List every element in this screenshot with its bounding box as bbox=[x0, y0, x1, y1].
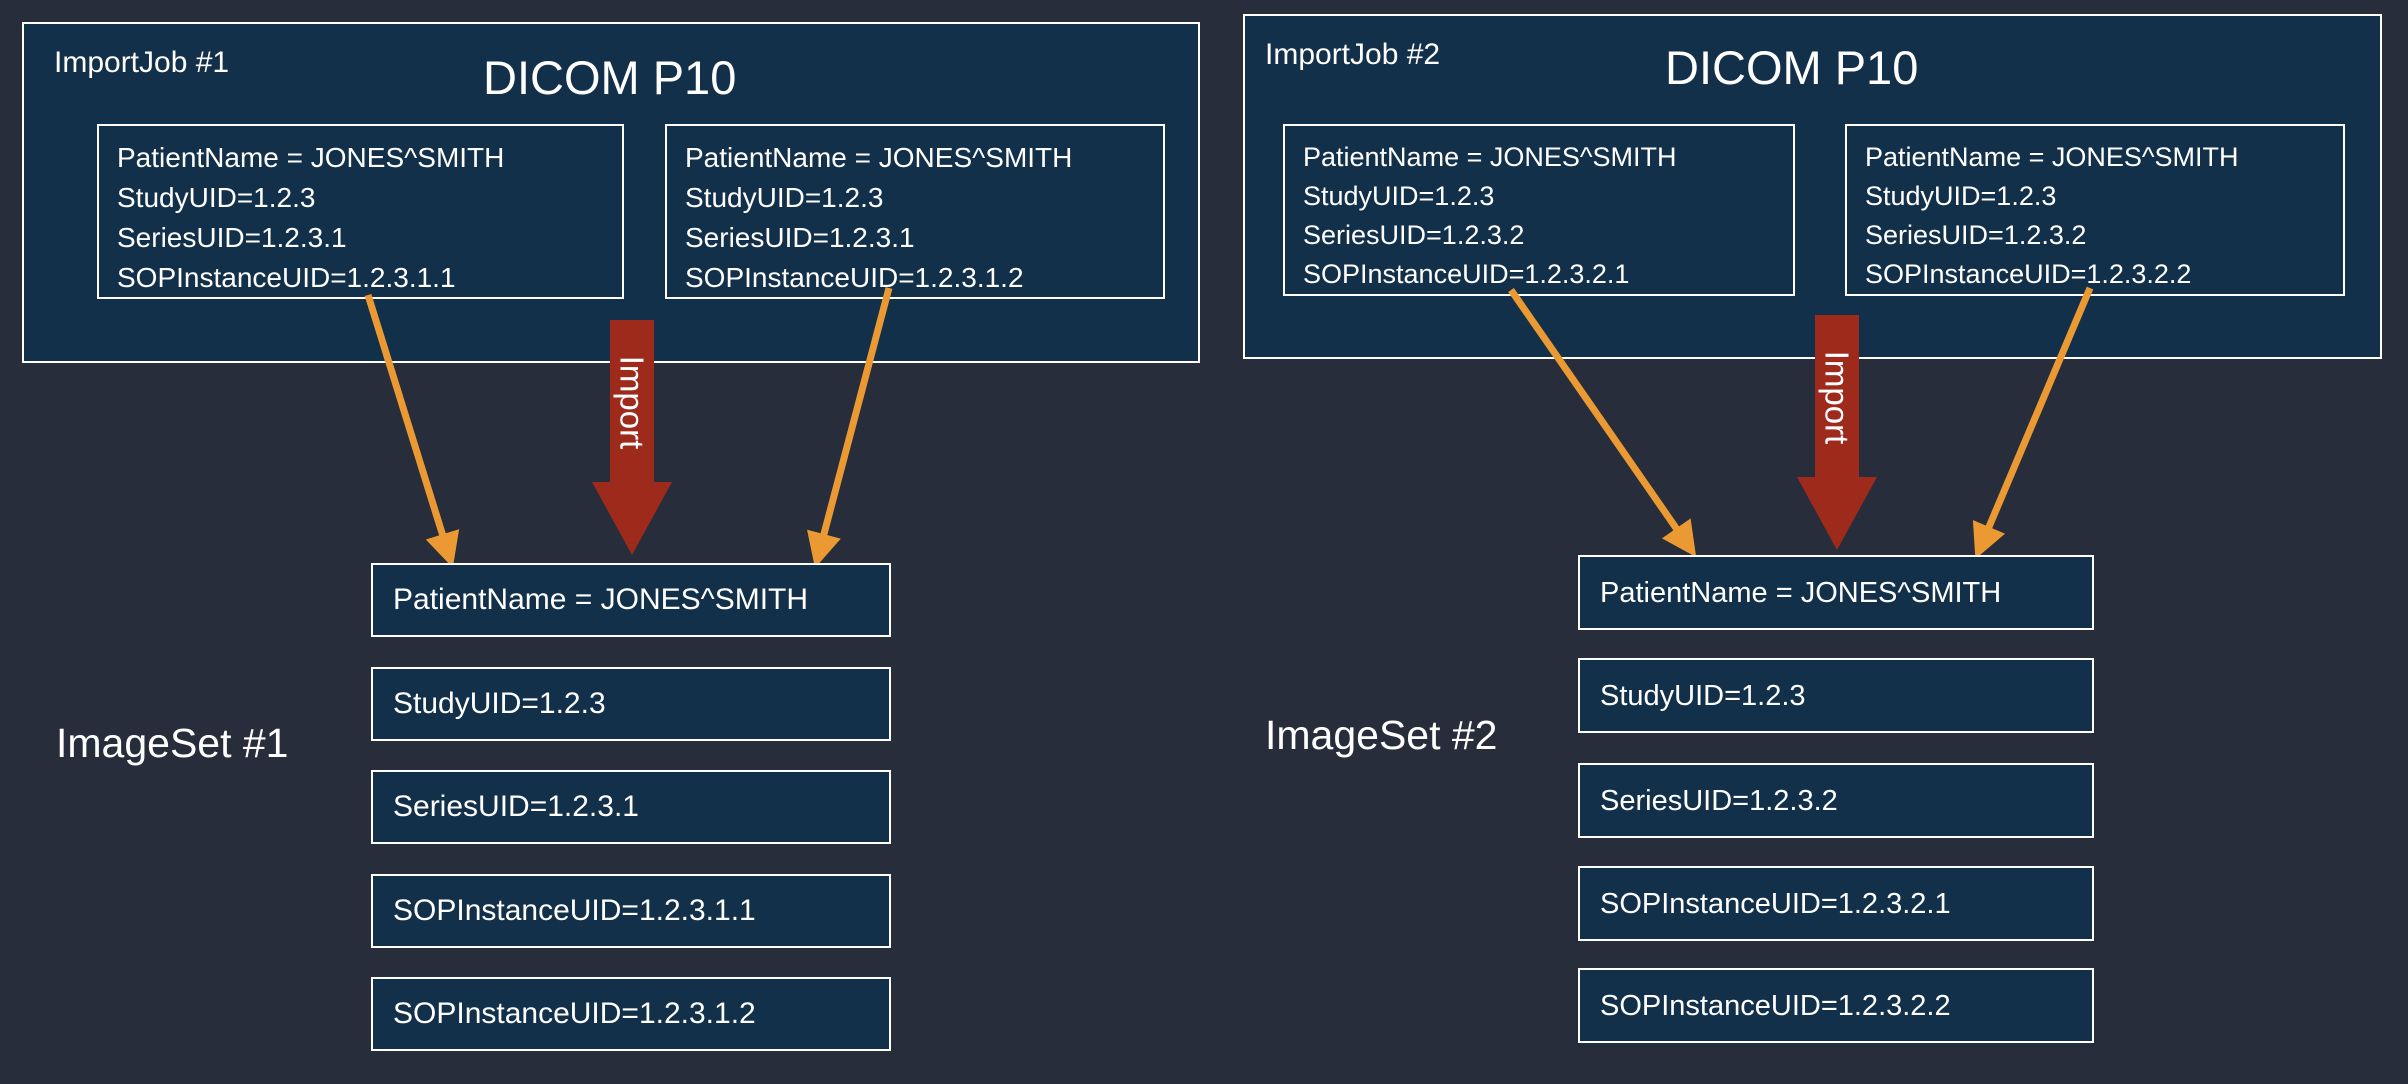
imageset-attr-seriesuid: SeriesUID=1.2.3.1 bbox=[393, 790, 639, 823]
dicom-p10-title-2: DICOM P10 bbox=[1665, 41, 1919, 94]
imageset-attr-row: SOPInstanceUID=1.2.3.2.2 bbox=[1578, 968, 2094, 1043]
imageset-attr-row: PatientName = JONES^SMITH bbox=[371, 563, 891, 637]
imageset-attr-sopinstanceuid-1: SOPInstanceUID=1.2.3.1.1 bbox=[393, 894, 756, 927]
import-job-label-1: ImportJob #1 bbox=[54, 46, 230, 79]
import-arrow-shaft bbox=[1815, 315, 1859, 479]
imageset-attr-row: StudyUID=1.2.3 bbox=[1578, 658, 2094, 733]
import-job-panel-1: ImportJob #1 DICOM P10 PatientName = JON… bbox=[22, 22, 1200, 363]
import-arrow-text-wrap: Import bbox=[1815, 315, 1859, 479]
dicom-attr-sopinstanceuid: SOPInstanceUID=1.2.3.1.2 bbox=[685, 262, 1024, 293]
dicom-attr-studyuid: StudyUID=1.2.3 bbox=[685, 182, 884, 213]
import-job-label-2: ImportJob #2 bbox=[1265, 38, 1441, 71]
imageset-attr-sopinstanceuid-1: SOPInstanceUID=1.2.3.2.1 bbox=[1600, 887, 1951, 920]
import-arrow-1: Import bbox=[592, 320, 672, 555]
dicom-attr-seriesuid: SeriesUID=1.2.3.1 bbox=[685, 222, 915, 253]
dicom-attr-patientname: PatientName = JONES^SMITH bbox=[1303, 142, 1677, 172]
import-arrow-label: Import bbox=[613, 355, 651, 449]
imageset-attr-row: SeriesUID=1.2.3.1 bbox=[371, 770, 891, 844]
imageset-attr-row: PatientName = JONES^SMITH bbox=[1578, 555, 2094, 630]
dicom-instance-box-1b: PatientName = JONES^SMITH StudyUID=1.2.3… bbox=[665, 124, 1165, 299]
imageset-attr-seriesuid: SeriesUID=1.2.3.2 bbox=[1600, 784, 1838, 817]
import-arrow-text-wrap: Import bbox=[610, 320, 654, 484]
imageset-attr-studyuid: StudyUID=1.2.3 bbox=[393, 687, 606, 720]
dicom-attr-seriesuid: SeriesUID=1.2.3.2 bbox=[1865, 220, 2087, 250]
import-arrow-head-icon bbox=[1797, 477, 1877, 550]
imageset-attr-row: SeriesUID=1.2.3.2 bbox=[1578, 763, 2094, 838]
dicom-attr-seriesuid: SeriesUID=1.2.3.2 bbox=[1303, 220, 1525, 250]
import-arrow-head-icon bbox=[592, 482, 672, 555]
imageset-attr-row: SOPInstanceUID=1.2.3.1.2 bbox=[371, 977, 891, 1051]
imageset-attr-row: SOPInstanceUID=1.2.3.2.1 bbox=[1578, 866, 2094, 941]
dicom-attr-studyuid: StudyUID=1.2.3 bbox=[117, 182, 316, 213]
dicom-attr-sopinstanceuid: SOPInstanceUID=1.2.3.2.1 bbox=[1303, 259, 1630, 289]
dicom-attr-patientname: PatientName = JONES^SMITH bbox=[117, 142, 505, 173]
import-arrow-2: Import bbox=[1797, 315, 1877, 550]
dicom-attr-patientname: PatientName = JONES^SMITH bbox=[685, 142, 1073, 173]
imageset-attr-row: SOPInstanceUID=1.2.3.1.1 bbox=[371, 874, 891, 948]
import-arrow-shaft bbox=[610, 320, 654, 484]
imageset-attr-patientname: PatientName = JONES^SMITH bbox=[1600, 576, 2002, 609]
dicom-attr-studyuid: StudyUID=1.2.3 bbox=[1303, 181, 1495, 211]
dicom-instance-box-1a: PatientName = JONES^SMITH StudyUID=1.2.3… bbox=[97, 124, 624, 299]
import-arrow-label: Import bbox=[1818, 350, 1856, 444]
dicom-attr-patientname: PatientName = JONES^SMITH bbox=[1865, 142, 2239, 172]
imageset-attr-patientname: PatientName = JONES^SMITH bbox=[393, 583, 809, 616]
dicom-instance-box-2a: PatientName = JONES^SMITH StudyUID=1.2.3… bbox=[1283, 124, 1795, 296]
dicom-p10-title-1: DICOM P10 bbox=[483, 51, 737, 104]
dicom-attr-seriesuid: SeriesUID=1.2.3.1 bbox=[117, 222, 347, 253]
imageset-label-1: ImageSet #1 bbox=[56, 720, 289, 766]
dicom-attr-sopinstanceuid: SOPInstanceUID=1.2.3.2.2 bbox=[1865, 259, 2192, 289]
dicom-attr-sopinstanceuid: SOPInstanceUID=1.2.3.1.1 bbox=[117, 262, 456, 293]
imageset-attr-sopinstanceuid-2: SOPInstanceUID=1.2.3.1.2 bbox=[393, 997, 756, 1030]
imageset-attr-studyuid: StudyUID=1.2.3 bbox=[1600, 679, 1806, 712]
dicom-attr-studyuid: StudyUID=1.2.3 bbox=[1865, 181, 2057, 211]
imageset-attr-row: StudyUID=1.2.3 bbox=[371, 667, 891, 741]
dicom-instance-box-2b: PatientName = JONES^SMITH StudyUID=1.2.3… bbox=[1845, 124, 2345, 296]
imageset-label-2: ImageSet #2 bbox=[1265, 712, 1498, 758]
import-job-panel-2: ImportJob #2 DICOM P10 PatientName = JON… bbox=[1243, 14, 2382, 359]
imageset-attr-sopinstanceuid-2: SOPInstanceUID=1.2.3.2.2 bbox=[1600, 989, 1951, 1022]
